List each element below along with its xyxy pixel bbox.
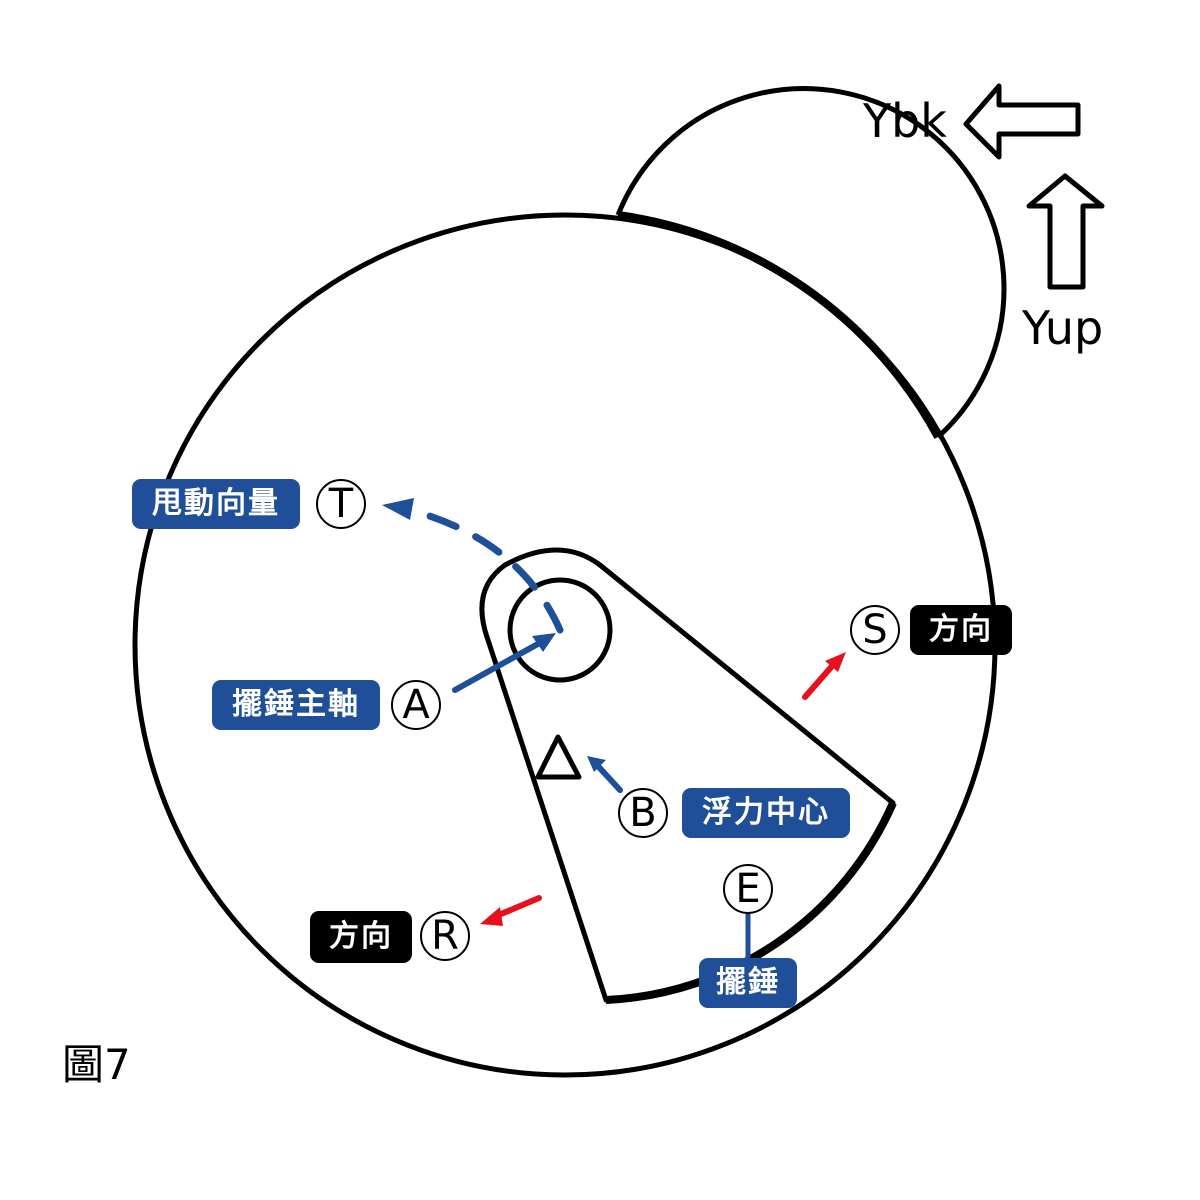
direction-r-arrowhead	[480, 907, 503, 926]
buoyancy-center-label: 浮力中心	[682, 788, 850, 838]
rotor-axis-arrowhead	[532, 633, 556, 652]
triangle-icon	[535, 734, 582, 780]
marker-r: R	[420, 911, 470, 961]
figure-caption: 圖7	[62, 1040, 131, 1089]
direction-r-label: 方向	[310, 911, 412, 963]
buoyancy-arrowhead	[587, 756, 606, 772]
pivot-circle	[507, 577, 613, 683]
case-thick-arc	[617, 211, 942, 439]
rotor-axis-label: 擺錘主軸	[212, 680, 380, 730]
ybk-axis-label: Ybk	[863, 94, 947, 148]
swing-vector-label: 甩動向量	[132, 479, 300, 529]
yup-arrow-icon	[1026, 173, 1105, 290]
marker-e: E	[723, 864, 773, 914]
buoyancy-arrow	[593, 761, 623, 793]
rotor-axis-arrow	[452, 637, 548, 693]
swing-vector-arrowhead	[382, 498, 414, 520]
yup-axis-label: Yup	[1022, 301, 1104, 355]
direction-s-arrow	[802, 662, 836, 700]
marker-s: S	[850, 605, 900, 655]
marker-a: A	[391, 680, 441, 730]
crown-bump-outline	[615, 86, 1007, 439]
rotor-thick-rim	[605, 801, 897, 1004]
ybk-arrow-icon	[963, 83, 1081, 160]
direction-r-arrow	[491, 895, 542, 920]
rotor-label: 擺錘	[699, 958, 797, 1008]
direction-s-label: 方向	[910, 605, 1012, 655]
direction-s-arrowhead	[825, 652, 846, 672]
marker-t: T	[316, 479, 366, 529]
marker-b: B	[618, 788, 668, 838]
swing-vector-dashed-arc	[406, 506, 564, 634]
